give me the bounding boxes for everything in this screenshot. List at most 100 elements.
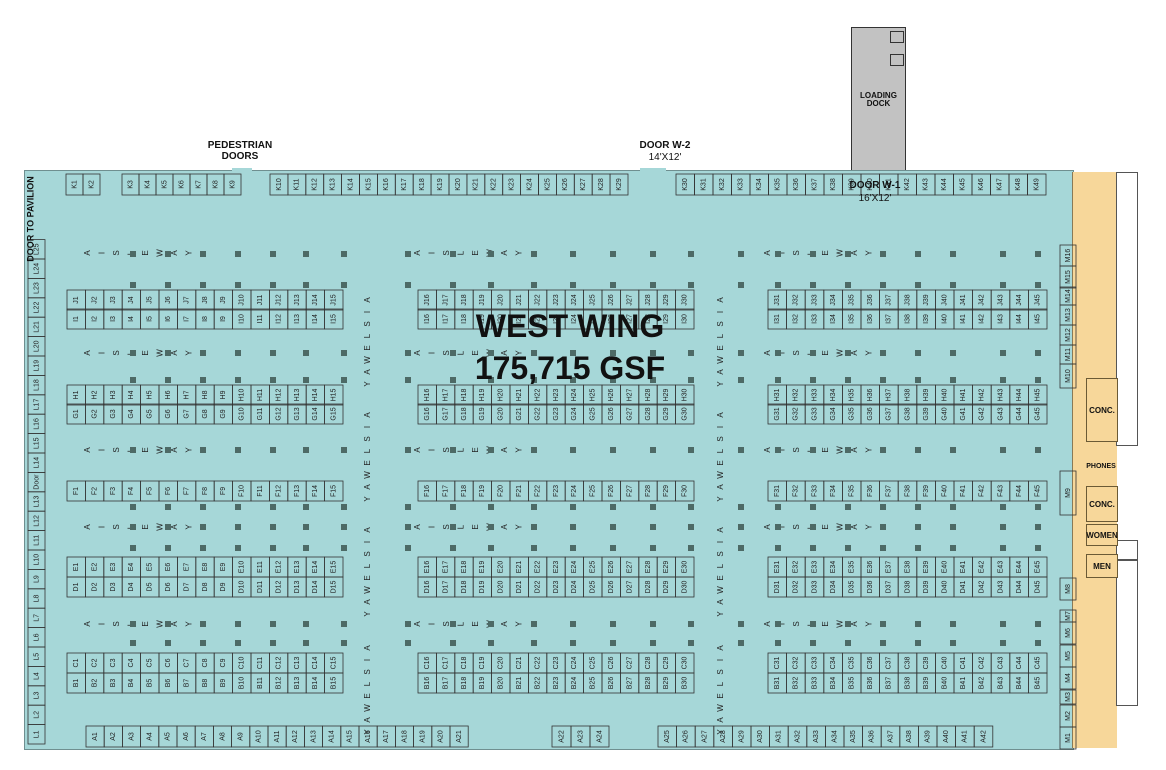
aisle-letter: A xyxy=(413,250,422,256)
column-marker xyxy=(200,282,206,288)
column-marker xyxy=(1000,640,1006,646)
booth-label: J45 xyxy=(1035,294,1042,305)
booth-label: K17 xyxy=(401,178,408,191)
booth-label: L19 xyxy=(33,360,40,372)
column-marker xyxy=(130,377,136,383)
column-marker xyxy=(570,621,576,627)
aisle-letter: L xyxy=(457,621,466,626)
booth-label: I9 xyxy=(220,316,227,322)
booth-label: G42 xyxy=(979,407,986,420)
booth-label: E28 xyxy=(645,561,652,574)
aisle-letter: I xyxy=(778,352,787,354)
booth-label: L13 xyxy=(33,496,40,508)
booth-label: C29 xyxy=(663,656,670,669)
booth-label: I40 xyxy=(942,314,949,324)
booth-label: C17 xyxy=(442,656,449,669)
column-marker xyxy=(610,251,616,257)
booth-label: E14 xyxy=(312,561,319,574)
booth-label: E31 xyxy=(774,561,781,574)
booth-label: J9 xyxy=(220,296,227,304)
column-marker xyxy=(341,545,347,551)
column-marker xyxy=(303,621,309,627)
booth-label: L20 xyxy=(33,340,40,352)
aisle-letter: Y xyxy=(515,250,524,256)
column-marker xyxy=(405,350,411,356)
booth-label: J4 xyxy=(128,296,135,304)
booth-label: E25 xyxy=(590,561,597,574)
booth-label: L5 xyxy=(33,653,40,661)
booth-label: H6 xyxy=(165,390,172,399)
booth-label: H2 xyxy=(91,390,98,399)
booth-label: D31 xyxy=(774,580,781,593)
booth xyxy=(1028,576,1048,598)
booth xyxy=(324,480,344,502)
booth-label: I41 xyxy=(960,314,967,324)
hall-area: 175,715 GSF xyxy=(474,350,666,386)
booth-label: H7 xyxy=(183,390,190,399)
booth-label: F19 xyxy=(479,485,486,497)
booth-label: K26 xyxy=(562,178,569,191)
booth-label: C18 xyxy=(461,656,468,669)
booth-label: C20 xyxy=(498,656,505,669)
column-marker xyxy=(270,640,276,646)
column-marker xyxy=(845,640,851,646)
aisle-letter: S xyxy=(442,621,451,626)
booth-label: F37 xyxy=(886,485,893,497)
booth-label: D5 xyxy=(147,582,154,591)
column-marker xyxy=(270,524,276,530)
column-marker xyxy=(915,621,921,627)
column-marker xyxy=(688,545,694,551)
aisle-letter: A xyxy=(83,250,92,256)
booth-label: A33 xyxy=(813,730,820,743)
booth-label: A9 xyxy=(238,732,245,741)
booth-label: J3 xyxy=(110,296,117,304)
booth xyxy=(324,289,344,311)
column-marker xyxy=(915,282,921,288)
booth-label: B17 xyxy=(442,677,449,690)
booth-label: C28 xyxy=(645,656,652,669)
booth-label: D14 xyxy=(312,580,319,593)
column-marker xyxy=(1000,621,1006,627)
column-marker xyxy=(165,640,171,646)
aisle-letter: A xyxy=(763,524,772,530)
loading-dock: LOADING DOCK xyxy=(851,27,906,172)
aisle-letter: S xyxy=(363,436,372,441)
booth-label: B30 xyxy=(682,677,689,690)
column-marker xyxy=(570,524,576,530)
booth-label: L16 xyxy=(33,418,40,430)
booth-label: A8 xyxy=(219,732,226,741)
column-marker xyxy=(915,251,921,257)
column-marker xyxy=(650,251,656,257)
booth xyxy=(675,672,695,694)
booth-label: G38 xyxy=(904,407,911,420)
booth-label: A16 xyxy=(365,730,372,743)
booth-label: A41 xyxy=(962,730,969,743)
booth-label: L22 xyxy=(33,302,40,314)
column-marker xyxy=(165,524,171,530)
booth-label: L15 xyxy=(33,437,40,449)
booth-label: M8 xyxy=(1065,584,1072,594)
column-marker xyxy=(1035,640,1041,646)
booth-label: A11 xyxy=(274,730,281,742)
aisle-letter: Y xyxy=(185,447,194,453)
booth-label: M3 xyxy=(1065,692,1072,702)
booth-label: C19 xyxy=(479,656,486,669)
dock-door-icon xyxy=(890,54,904,66)
aisle-letter: I xyxy=(428,449,437,451)
column-marker xyxy=(1035,524,1041,530)
column-marker xyxy=(450,545,456,551)
booth-label: A14 xyxy=(329,730,336,743)
column-marker xyxy=(405,524,411,530)
column-marker xyxy=(303,282,309,288)
booth-label: E15 xyxy=(331,561,338,574)
booth-label: K32 xyxy=(719,178,726,191)
column-marker xyxy=(1000,447,1006,453)
column-marker xyxy=(880,545,886,551)
booth-label: F9 xyxy=(220,487,227,495)
column-marker xyxy=(405,545,411,551)
aisle-letter: S xyxy=(716,321,725,326)
column-marker xyxy=(235,504,241,510)
booth-label: I43 xyxy=(997,314,1004,324)
booth-label: A22 xyxy=(558,730,565,743)
column-marker xyxy=(488,350,494,356)
